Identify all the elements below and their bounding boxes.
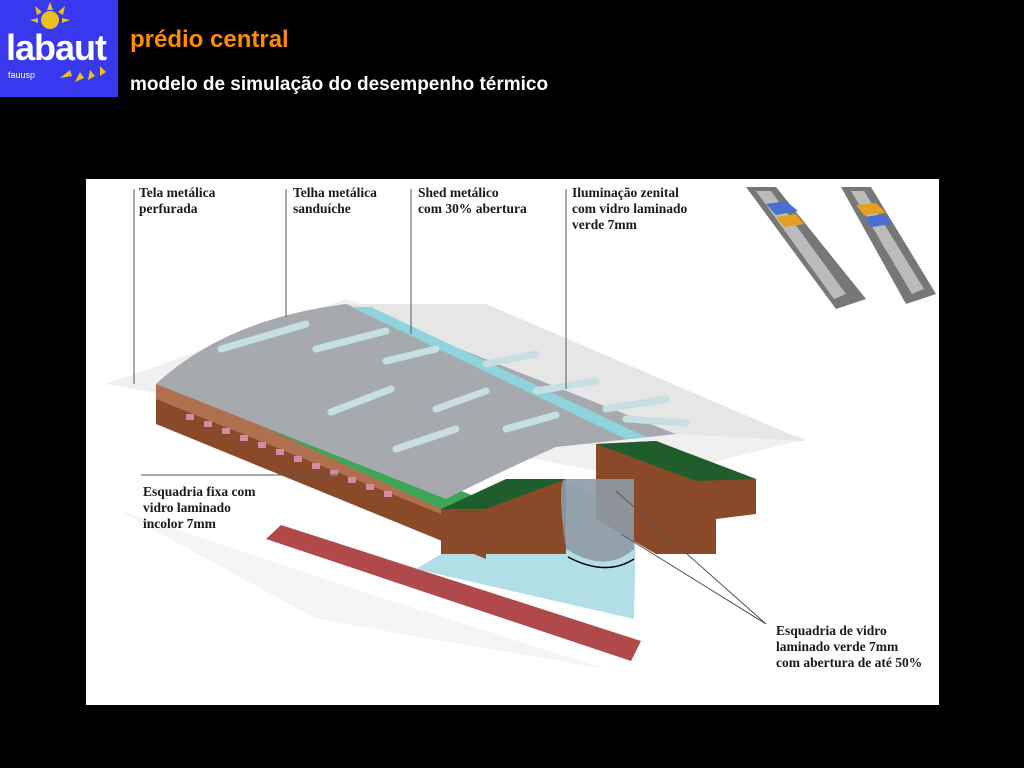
- label-line: Tela metálica: [139, 185, 216, 200]
- building-diagram: Tela metálica perfurada Telha metálica s…: [86, 179, 939, 705]
- red-slab: [266, 525, 641, 661]
- label-esquadria-fixa: Esquadria fixa com vidro laminado incolo…: [143, 484, 256, 532]
- label-shed-metalico: Shed metálico com 30% abertura: [418, 185, 527, 217]
- label-line: Shed metálico: [418, 185, 499, 200]
- page-title: prédio central: [130, 26, 289, 53]
- label-tela-metalica: Tela metálica perfurada: [139, 185, 215, 217]
- label-telha-metalica: Telha metálica sanduíche: [293, 185, 377, 217]
- label-line: com vidro laminado: [572, 201, 688, 216]
- logo-subtext: fauusp: [8, 70, 36, 80]
- label-line: laminado verde 7mm: [776, 639, 899, 654]
- label-line: Esquadria de vidro: [776, 623, 887, 638]
- label-iluminacao-zenital: Iluminação zenital com vidro laminado ve…: [572, 185, 687, 233]
- label-line: verde 7mm: [572, 217, 637, 232]
- roof: [156, 304, 676, 499]
- label-line: com abertura de até 50%: [776, 655, 923, 670]
- label-line: Iluminação zenital: [572, 185, 679, 200]
- logo-text: labaut: [6, 27, 107, 68]
- inset-thumbnails: [746, 187, 936, 309]
- building-model-drawing: [106, 187, 936, 669]
- page-subtitle: modelo de simulação do desempenho térmic…: [130, 74, 549, 95]
- labaut-logo: labaut fauusp: [0, 0, 118, 97]
- label-line: incolor 7mm: [143, 516, 216, 531]
- sun-icon: [30, 2, 106, 82]
- label-esquadria-vidro: Esquadria de vidro laminado verde 7mm co…: [776, 623, 922, 671]
- label-line: com 30% abertura: [418, 201, 527, 216]
- label-line: Esquadria fixa com: [143, 484, 256, 499]
- label-line: sanduíche: [293, 201, 351, 216]
- label-line: perfurada: [139, 201, 198, 216]
- label-line: vidro laminado: [143, 500, 231, 515]
- label-line: Telha metálica: [293, 185, 377, 200]
- shed-strip: [351, 307, 646, 439]
